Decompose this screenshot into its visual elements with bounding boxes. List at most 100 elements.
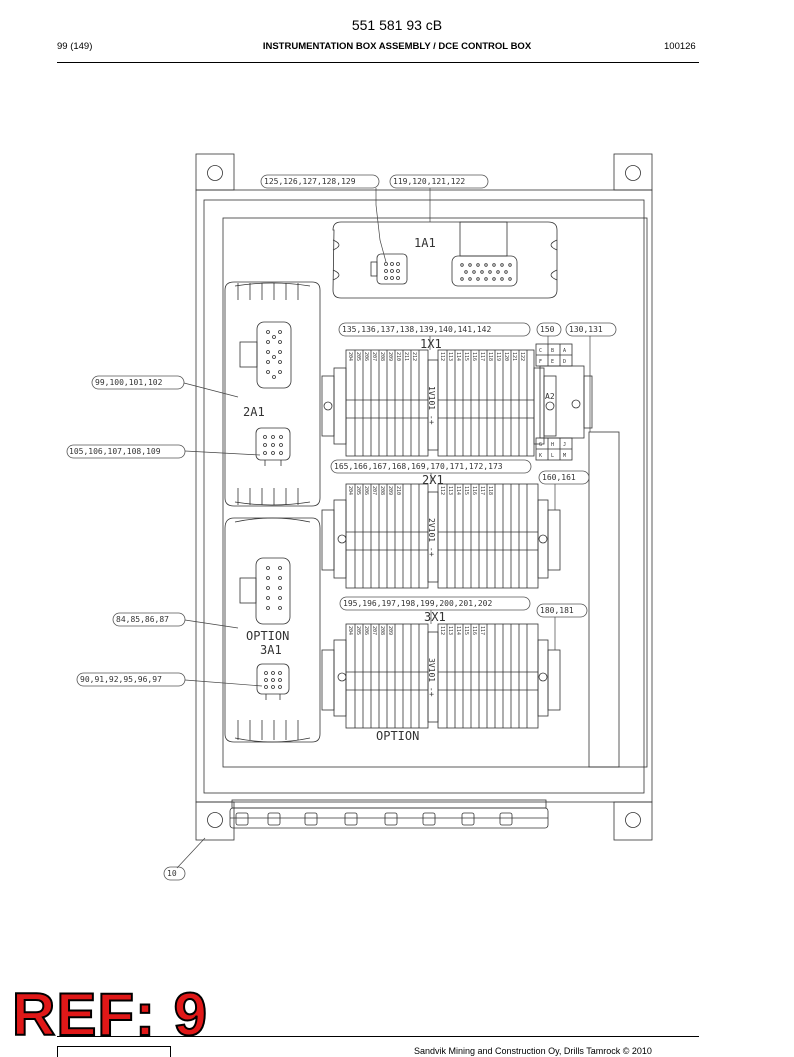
svg-text:115: 115 xyxy=(463,352,469,361)
svg-text:117: 117 xyxy=(479,352,485,361)
callout-195: 195,196,197,198,199,200,201,202 xyxy=(343,599,492,608)
company-logo xyxy=(57,1046,171,1057)
svg-text:210: 210 xyxy=(395,352,401,361)
svg-text:114: 114 xyxy=(455,486,461,495)
a2-letter-k: K xyxy=(539,453,542,459)
module-3a1 xyxy=(224,517,321,743)
svg-text:204: 204 xyxy=(347,352,353,361)
svg-text:113: 113 xyxy=(447,352,453,361)
module-2a1 xyxy=(224,281,321,507)
leader-lines xyxy=(176,188,591,869)
svg-text:211: 211 xyxy=(403,352,409,361)
a2-letter-d: D xyxy=(563,359,566,365)
svg-text:212: 212 xyxy=(411,352,417,361)
svg-text:118: 118 xyxy=(487,352,493,361)
svg-text:112: 112 xyxy=(439,352,445,361)
document-code: 100126 xyxy=(664,41,696,52)
svg-text:205: 205 xyxy=(355,352,361,361)
enclosure xyxy=(195,153,653,841)
option-label-3a1: OPTION xyxy=(246,629,289,643)
svg-text:112: 112 xyxy=(439,486,445,495)
svg-text:117: 117 xyxy=(479,486,485,495)
copyright-text: Sandvik Mining and Construction Oy, Dril… xyxy=(414,1046,652,1056)
callout-119: 119,120,121,122 xyxy=(393,177,465,186)
header-rule xyxy=(57,62,699,63)
svg-text:208: 208 xyxy=(379,626,385,635)
diode-label-1v101: 1V101 -+ xyxy=(427,386,436,425)
module-1a1 xyxy=(332,221,558,299)
svg-text:205: 205 xyxy=(355,486,361,495)
callout-84: 84,85,86,87 xyxy=(116,615,169,624)
svg-text:209: 209 xyxy=(387,626,393,635)
callout-150: 150 xyxy=(540,325,555,334)
svg-text:116: 116 xyxy=(471,352,477,361)
callout-180: 180,181 xyxy=(540,606,574,615)
terminal-label-1x1: 1X1 xyxy=(420,337,442,351)
svg-text:206: 206 xyxy=(363,486,369,495)
a2-letter-g: G xyxy=(539,442,542,448)
callout-90: 90,91,92,95,96,97 xyxy=(80,675,162,684)
callout-165: 165,166,167,168,169,170,171,172,173 xyxy=(334,462,503,471)
svg-text:207: 207 xyxy=(371,352,377,361)
a2-letter-h: H xyxy=(551,442,554,448)
callout-135: 135,136,137,138,139,140,141,142 xyxy=(342,325,491,334)
svg-text:115: 115 xyxy=(463,626,469,635)
svg-text:117: 117 xyxy=(479,626,485,635)
a2-letter-c: C xyxy=(539,348,542,354)
svg-text:120: 120 xyxy=(503,352,509,361)
module-label-2a1: 2A1 xyxy=(243,405,265,419)
svg-text:118: 118 xyxy=(487,486,493,495)
svg-text:114: 114 xyxy=(455,352,461,361)
module-label-1a1: 1A1 xyxy=(414,236,436,250)
relay-label-a2: A2 xyxy=(545,392,555,401)
page-title: INSTRUMENTATION BOX ASSEMBLY / DCE CONTR… xyxy=(262,41,532,52)
terminal-block-3x1 xyxy=(321,623,561,729)
terminal-label-2x1: 2X1 xyxy=(422,473,444,487)
module-label-3a1: 3A1 xyxy=(260,643,282,657)
svg-text:116: 116 xyxy=(471,486,477,495)
callout-160: 160,161 xyxy=(542,473,576,482)
svg-text:122: 122 xyxy=(519,352,525,361)
svg-text:114: 114 xyxy=(455,626,461,635)
svg-text:209: 209 xyxy=(387,486,393,495)
svg-text:207: 207 xyxy=(371,626,377,635)
svg-text:207: 207 xyxy=(371,486,377,495)
svg-text:113: 113 xyxy=(447,626,453,635)
svg-text:121: 121 xyxy=(511,352,517,361)
a2-letter-a: A xyxy=(563,348,566,354)
document-number: 551 581 93 cB xyxy=(351,17,443,33)
cable-glands xyxy=(229,799,549,829)
svg-text:205: 205 xyxy=(355,626,361,635)
svg-text:209: 209 xyxy=(387,352,393,361)
a2-letter-m: M xyxy=(563,453,566,459)
svg-text:116: 116 xyxy=(471,626,477,635)
svg-text:204: 204 xyxy=(347,486,353,495)
callout-130: 130,131 xyxy=(569,325,603,334)
callout-105: 105,106,107,108,109 xyxy=(69,447,161,456)
page-number: 99 (149) xyxy=(57,41,93,52)
a2-letter-j: J xyxy=(563,442,566,448)
relay-a2 xyxy=(535,343,593,461)
svg-text:206: 206 xyxy=(363,352,369,361)
diode-label-2v101: 2V101 -+ xyxy=(427,518,436,557)
callout-99: 99,100,101,102 xyxy=(95,378,163,387)
svg-text:119: 119 xyxy=(495,352,501,361)
terminal-block-2x1 xyxy=(321,483,561,589)
svg-text:113: 113 xyxy=(447,486,453,495)
svg-text:210: 210 xyxy=(395,486,401,495)
a2-letter-e: E xyxy=(551,359,554,365)
footer-rule xyxy=(57,1036,699,1037)
diode-label-3v101: 3V101 -+ xyxy=(427,658,436,697)
svg-text:208: 208 xyxy=(379,486,385,495)
a2-letter-f: F xyxy=(539,359,542,365)
svg-text:208: 208 xyxy=(379,352,385,361)
a2-letter-l: L xyxy=(551,453,554,459)
svg-text:206: 206 xyxy=(363,626,369,635)
terminal-block-1x1 xyxy=(321,349,557,457)
ref-stamp: REF: 9 xyxy=(11,981,209,1048)
terminal-numbers: 204 205 206 207 208 209 210 211 212 112 … xyxy=(347,352,525,635)
option-label-3x1: OPTION xyxy=(376,729,419,743)
callout-10: 10 xyxy=(167,869,177,878)
terminal-label-3x1: 3X1 xyxy=(424,610,446,624)
